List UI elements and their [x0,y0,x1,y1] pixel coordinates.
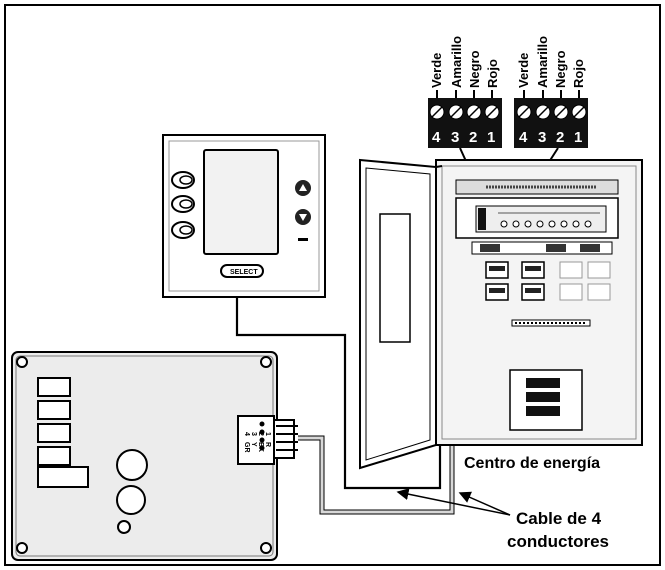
controller-display [203,149,279,255]
wire-labels: Verde Amarillo Negro Rojo [429,36,500,88]
wire-label-verde: Verde [429,53,444,88]
wire-label-negro: Negro [553,50,568,88]
cable-callout: Cable de 4 conductores [396,488,609,551]
terminal-number-3: 3 [538,129,546,146]
terminal-number-1: 1 [487,129,495,146]
board-connector [237,415,275,465]
board-terminal-number-1: 1 [264,432,271,436]
terminal-number-4: 4 [432,129,441,146]
board-terminal-number-3: 3 [250,432,257,436]
wire-labels: Verde Amarillo Negro Rojo [516,36,586,88]
wire-label-amarillo: Amarillo [535,36,550,88]
board-terminal-code-gr: GR [243,442,250,453]
wire-label-rojo: Rojo [485,59,500,88]
select-button [220,264,264,278]
circuit-board: 4 3 2 1 GR Y BK R [11,351,298,561]
terminal-block-right: Verde Amarillo Negro Rojo 4 3 2 1 [514,36,588,148]
select-button-label: SELECT [230,269,258,276]
cable-label-line1: Cable de 4 [516,509,602,528]
wire-label-negro: Negro [467,50,482,88]
door-window [379,213,411,343]
controller-cable [235,258,442,490]
wire-label-rojo: Rojo [571,59,586,88]
energy-center-cabinet: Centro de energía [359,158,643,472]
terminal-block-left: Verde Amarillo Negro Rojo 4 3 2 1 [428,36,502,148]
terminal-number-4: 4 [519,129,528,146]
wire-label-verde: Verde [516,53,531,88]
board-terminal-code-r: R [264,442,271,447]
controller-unit: SELECT [162,134,326,298]
terminal-number-3: 3 [451,129,459,146]
board-terminal-number-4: 4 [243,432,250,436]
terminal-number-1: 1 [574,129,582,146]
cable-label-line2: conductores [507,532,609,551]
terminal-number-2: 2 [556,129,564,146]
terminal-number-2: 2 [469,129,477,146]
wire-label-amarillo: Amarillo [449,36,464,88]
board-terminal-code-y: Y [250,442,257,447]
energy-center-label: Centro de energía [464,455,600,472]
